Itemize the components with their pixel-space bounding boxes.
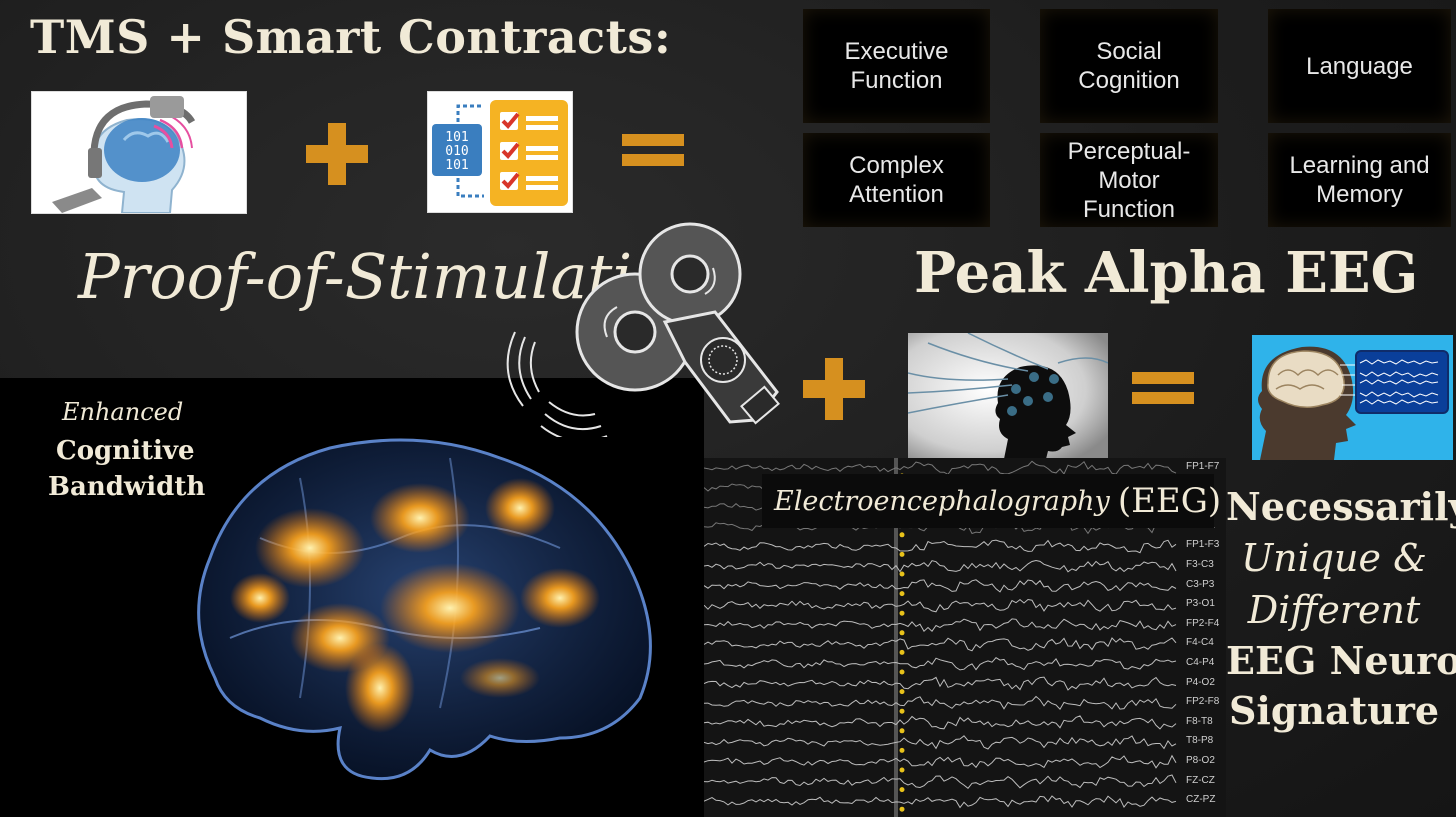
eeg-trace xyxy=(703,460,1177,476)
binary-row-2: 010 xyxy=(445,144,468,159)
eeg-trace xyxy=(703,559,1177,573)
cognitive-label: Cognitive xyxy=(56,436,195,466)
eeg-cap-head-icon xyxy=(908,333,1108,459)
domain-perceptual-motor-function: Perceptual-Motor Function xyxy=(1040,133,1218,227)
eeg-event-marker xyxy=(899,649,905,655)
eeg-signature-head-icon xyxy=(1252,335,1453,460)
eeg-event-marker xyxy=(899,532,905,538)
eeg-caption-abbr: (EEG) xyxy=(1117,481,1222,521)
eeg-event-marker xyxy=(899,728,905,734)
binary-row-1: 101 xyxy=(445,130,468,145)
smart-contract-checklist-icon: 101 010 101 xyxy=(427,91,573,213)
domain-label: Executive Function xyxy=(844,38,949,94)
equals-icon xyxy=(1132,372,1194,406)
bandwidth-label: Bandwidth xyxy=(48,472,206,502)
peak-alpha-heading: Peak Alpha EEG xyxy=(914,240,1419,306)
eeg-channel-label: FP1-F7 xyxy=(1186,461,1220,472)
eeg-trace xyxy=(703,618,1177,632)
eeg-event-marker xyxy=(899,767,905,773)
eeg-event-marker xyxy=(899,708,905,714)
eeg-event-marker xyxy=(899,669,905,675)
binary-row-3: 101 xyxy=(445,158,468,173)
plus-icon xyxy=(304,121,370,187)
eeg-trace xyxy=(703,637,1177,652)
eeg-event-marker xyxy=(899,747,905,753)
eeg-trace xyxy=(703,795,1177,809)
plus-icon xyxy=(801,356,867,422)
eeg-event-marker xyxy=(899,591,905,597)
eeg-channel-label: FP2-F8 xyxy=(1186,696,1220,708)
domain-label: Social Cognition xyxy=(1078,38,1180,94)
brain-panel xyxy=(0,378,704,817)
eeg-channel-label: FP2-F4 xyxy=(1186,617,1220,629)
eeg-event-marker xyxy=(899,630,905,636)
domain-label: Learning and Memory xyxy=(1289,152,1430,208)
domain-label: Complex Attention xyxy=(849,152,944,208)
different-label: Different xyxy=(1247,588,1421,632)
eeg-channel-label: P4-O2 xyxy=(1186,676,1215,688)
signature-label: Signature xyxy=(1228,688,1440,733)
tms-coil-device-icon xyxy=(505,222,790,443)
domain-complex-attention: Complex Attention xyxy=(803,133,990,227)
eeg-trace xyxy=(703,676,1177,691)
eeg-trace xyxy=(703,774,1177,790)
glowing-brain-icon xyxy=(197,438,652,781)
unique-label: Unique & xyxy=(1241,536,1427,580)
eeg-event-marker xyxy=(899,571,905,577)
eeg-channel-label: C4-P4 xyxy=(1186,657,1215,668)
eeg-trace xyxy=(703,657,1177,671)
eeg-caption-italic: Electroencephalography xyxy=(774,485,1110,517)
eeg-channel-label: F4-C4 xyxy=(1186,637,1214,649)
necessarily-label: Necessarily xyxy=(1226,484,1456,529)
eeg-channel-label: FP1-F3 xyxy=(1186,539,1220,551)
eeg-trace xyxy=(703,539,1177,554)
eeg-channel-label: F8-T8 xyxy=(1186,715,1213,727)
eeg-channel-label: P8-O2 xyxy=(1186,755,1215,766)
eeg-trace xyxy=(703,715,1177,730)
eeg-event-marker xyxy=(899,610,905,616)
slide-title: TMS + Smart Contracts: xyxy=(30,10,672,64)
eeg-channel-label: T8-P8 xyxy=(1186,735,1214,747)
eeg-event-marker xyxy=(899,806,905,812)
eeg-event-marker xyxy=(899,689,905,695)
equals-icon xyxy=(622,134,684,168)
eeg-caption: Electroencephalography (EEG) xyxy=(762,474,1221,528)
domain-language: Language xyxy=(1268,9,1451,123)
eeg-trace xyxy=(703,754,1177,769)
eeg-neuro-label: EEG Neuro- xyxy=(1226,638,1456,683)
eeg-channel-label: P3-O1 xyxy=(1186,598,1215,610)
tms-coil-head-icon xyxy=(31,91,247,214)
eeg-channel-label: C3-P3 xyxy=(1186,578,1215,590)
eeg-trace xyxy=(703,735,1177,750)
domain-learning-and-memory: Learning and Memory xyxy=(1268,133,1451,227)
eeg-trace xyxy=(703,579,1177,593)
domain-social-cognition: Social Cognition xyxy=(1040,9,1218,123)
eeg-channel-label: F3-C3 xyxy=(1186,559,1214,570)
eeg-waveforms xyxy=(703,458,1177,817)
domain-label: Perceptual-Motor Function xyxy=(1067,137,1191,223)
domain-executive-function: Executive Function xyxy=(803,9,990,123)
eeg-channel-label: FZ-CZ xyxy=(1186,774,1215,786)
eeg-event-marker xyxy=(899,787,905,793)
enhanced-label: Enhanced xyxy=(62,398,184,426)
domain-label: Language xyxy=(1306,52,1413,80)
eeg-channel-label: CZ-PZ xyxy=(1186,794,1216,806)
eeg-trace xyxy=(703,598,1177,613)
eeg-trace xyxy=(703,695,1177,711)
eeg-event-marker xyxy=(899,551,905,557)
